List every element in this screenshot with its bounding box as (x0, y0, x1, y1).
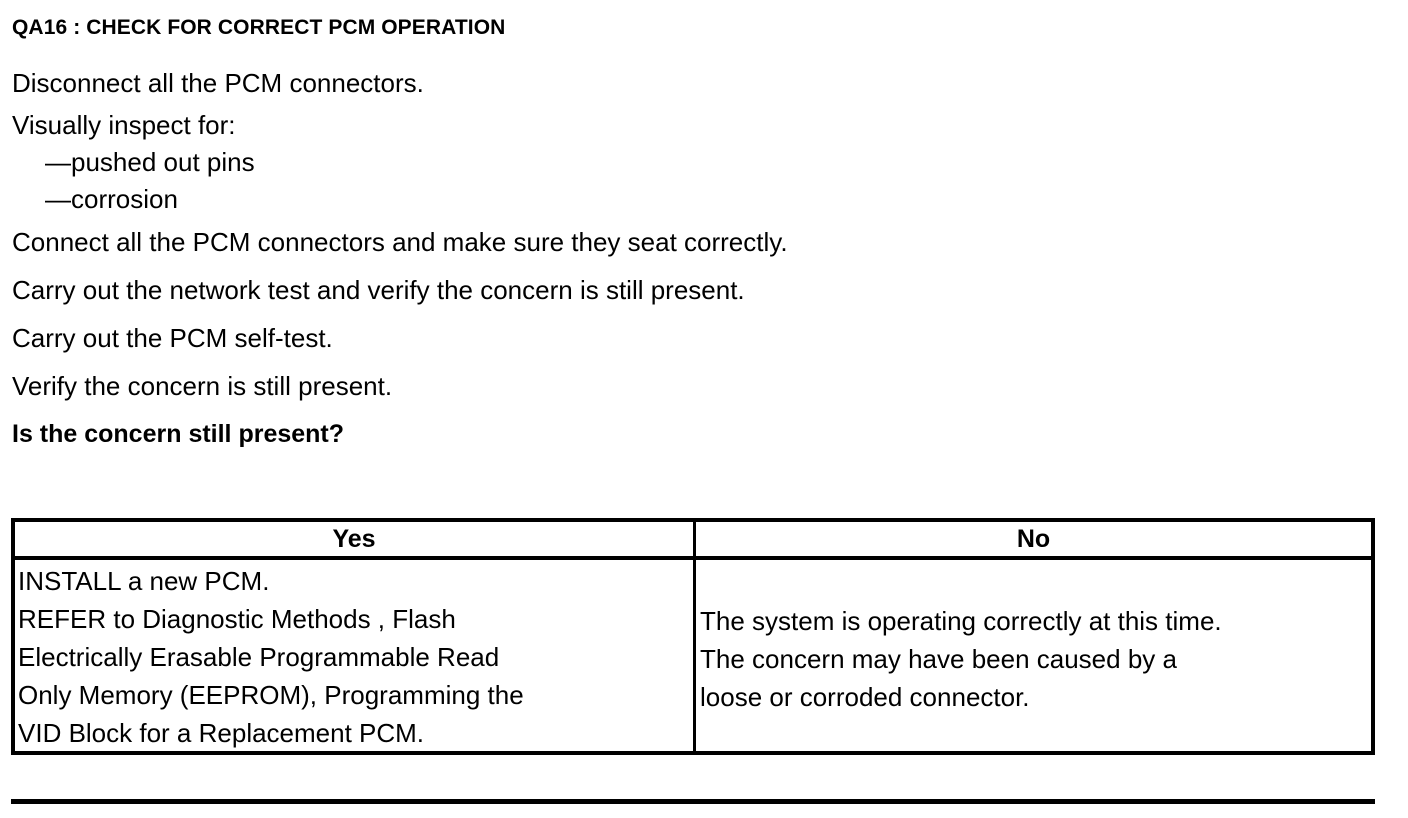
decision-table: Yes No INSTALL a new PCM. REFER to Diagn… (11, 518, 1375, 755)
table-header-cell-no: No (696, 522, 1371, 556)
table-cell-no-action: The system is operating correctly at thi… (696, 560, 1371, 751)
instruction-line-6: Carry out the network test and verify th… (12, 275, 745, 305)
yes-action-line-4: Only Memory (EEPROM), Programming the (18, 680, 524, 710)
instruction-bullet-pushed-out-pins: —pushed out pins (45, 147, 255, 177)
no-action-line-1: The system is operating correctly at thi… (700, 606, 1222, 636)
instruction-line-8: Verify the concern is still present. (12, 371, 393, 401)
page-title: QA16 : CHECK FOR CORRECT PCM OPERATION (12, 16, 506, 39)
no-action-line-2: The concern may have been caused by a (700, 644, 1177, 674)
table-header-row: Yes No (15, 522, 1371, 560)
no-action-line-3: loose or corroded connector. (700, 682, 1030, 712)
instruction-list: Disconnect all the PCM connectors. Visua… (12, 59, 1392, 458)
table-cell-yes-action: INSTALL a new PCM. REFER to Diagnostic M… (15, 560, 696, 751)
instruction-line-2: Visually inspect for: (12, 110, 236, 140)
table-header-label-no: No (1016, 525, 1051, 553)
yes-action-line-1: INSTALL a new PCM. (18, 566, 270, 596)
instruction-bullet-corrosion: —corrosion (45, 184, 178, 214)
decision-question: Is the concern still present? (12, 420, 345, 448)
yes-action-line-2: REFER to Diagnostic Methods , Flash (18, 604, 456, 634)
instruction-line-5: Connect all the PCM connectors and make … (12, 227, 788, 257)
instruction-line-7: Carry out the PCM self-test. (12, 323, 333, 353)
yes-action-line-3: Electrically Erasable Programmable Read (18, 642, 500, 672)
section-divider-rule (11, 799, 1375, 804)
instruction-line-1: Disconnect all the PCM connectors. (12, 68, 424, 98)
table-header-label-yes: Yes (332, 525, 376, 553)
table-header-cell-yes: Yes (15, 522, 696, 556)
table-row: INSTALL a new PCM. REFER to Diagnostic M… (15, 560, 1371, 751)
yes-action-line-5: VID Block for a Replacement PCM. (18, 718, 425, 748)
